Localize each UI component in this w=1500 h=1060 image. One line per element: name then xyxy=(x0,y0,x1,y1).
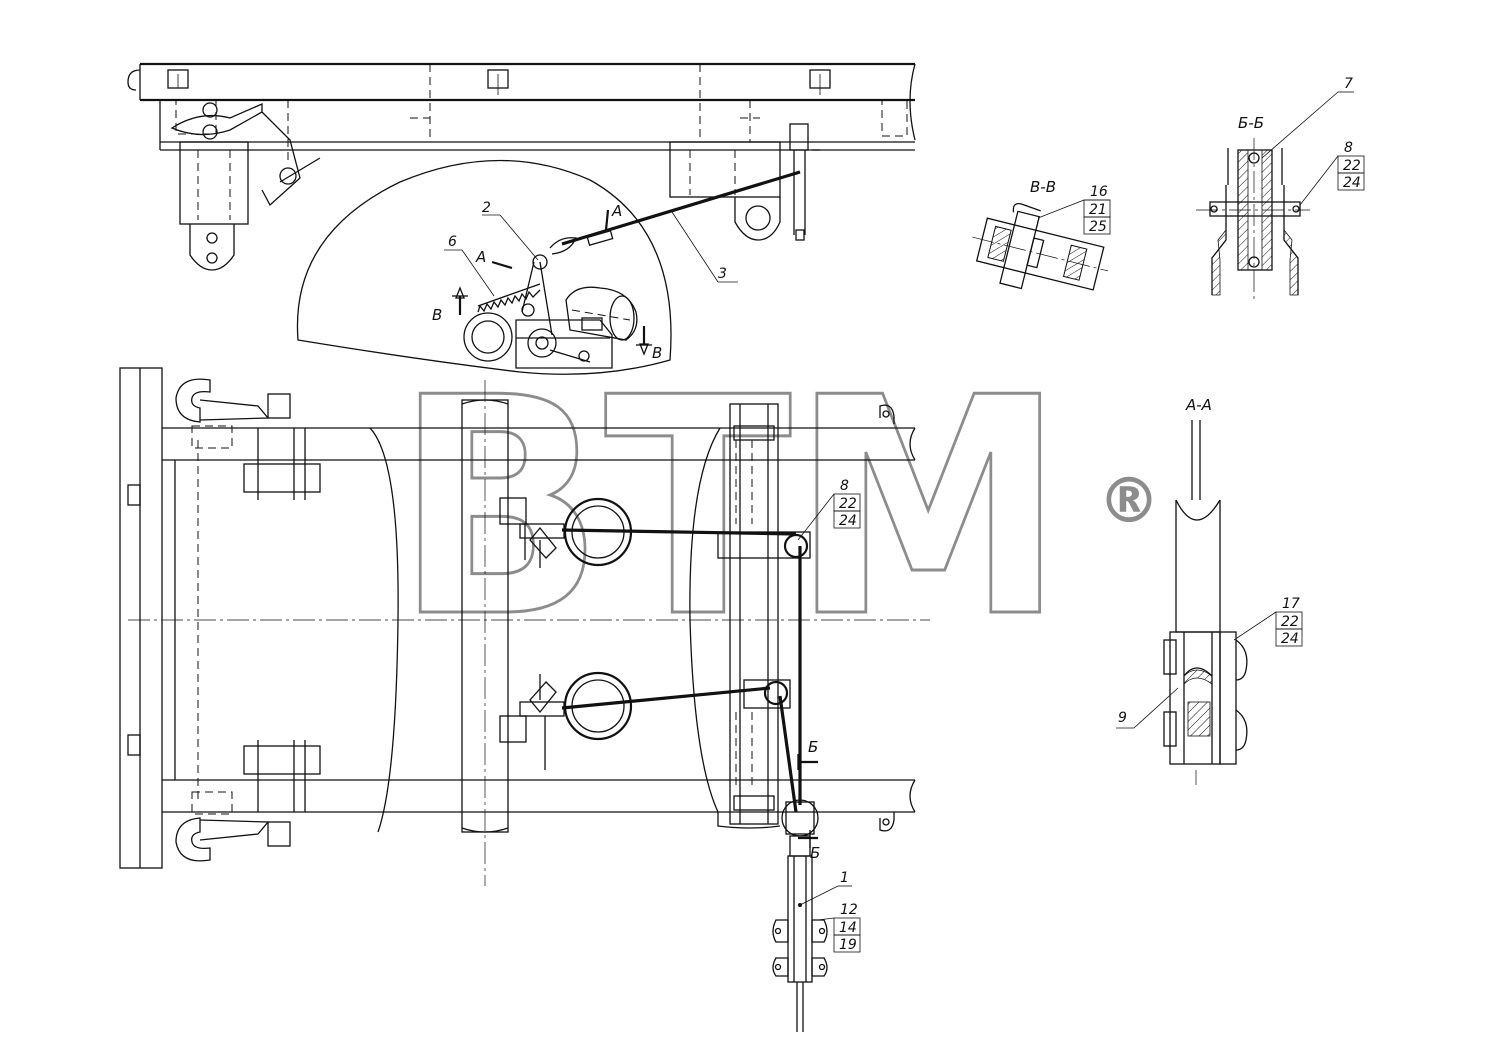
callout-tube-mid: 14 xyxy=(839,920,857,936)
position-3: 3 xyxy=(718,266,727,282)
brake-chamber-group xyxy=(463,170,801,369)
callout-aa-mid: 22 xyxy=(1281,614,1299,630)
callout-plan-bot: 24 xyxy=(839,513,857,529)
position-9: 9 xyxy=(1118,710,1127,726)
section-mark-b-upper: Б xyxy=(808,738,818,756)
callout-vv-top: 16 xyxy=(1090,184,1108,200)
callout-plan-mid: 22 xyxy=(839,496,857,512)
section-vv-title: В-В xyxy=(1030,178,1056,196)
callout-bb-bot: 24 xyxy=(1343,175,1361,191)
callout-aa-bot: 24 xyxy=(1281,631,1299,647)
section-marks-side: В В А А xyxy=(432,202,662,362)
section-mark-v-right: В xyxy=(652,344,662,362)
section-aa: А-А 17 22 24 9 xyxy=(1116,396,1303,785)
section-marks-plan: Б Б xyxy=(797,738,820,862)
callout-vv-bot: 25 xyxy=(1089,219,1107,235)
plan-brake-chambers xyxy=(499,497,633,770)
section-mark-v-left: В xyxy=(432,306,442,324)
section-aa-title: А-А xyxy=(1185,396,1212,414)
callout-plan-top: 8 xyxy=(840,478,849,494)
section-mark-b-lower: Б xyxy=(810,844,820,862)
registered-mark: ® xyxy=(1098,464,1160,537)
callout-vv-mid: 21 xyxy=(1089,202,1107,218)
plan-view-frame xyxy=(119,367,930,886)
position-2: 2 xyxy=(482,200,491,216)
section-vv: В-В 16 21 25 xyxy=(972,178,1111,291)
wheel-arch-outline xyxy=(296,159,672,375)
position-7: 7 xyxy=(1344,76,1353,92)
callout-bb-mid: 22 xyxy=(1343,158,1361,174)
position-1: 1 xyxy=(840,870,849,886)
section-bb-title: Б-Б xyxy=(1238,114,1264,132)
callout-tube-bot: 19 xyxy=(839,937,857,953)
section-mark-a-lower: А xyxy=(475,248,486,266)
position-leaders-side: 2 6 3 xyxy=(444,200,738,297)
side-view-frame xyxy=(127,62,916,271)
section-bb: Б-Б 7 8 22 24 xyxy=(1196,76,1365,300)
section-mark-a-upper: А xyxy=(611,202,622,220)
callout-bb-top: 8 xyxy=(1344,140,1353,156)
tube-assembly: 1 12 14 19 xyxy=(772,835,861,1032)
callout-plan: 8 22 24 xyxy=(797,478,861,541)
callout-aa-top: 17 xyxy=(1282,596,1300,612)
callout-tube-top: 12 xyxy=(840,902,858,918)
position-6: 6 xyxy=(448,234,457,250)
